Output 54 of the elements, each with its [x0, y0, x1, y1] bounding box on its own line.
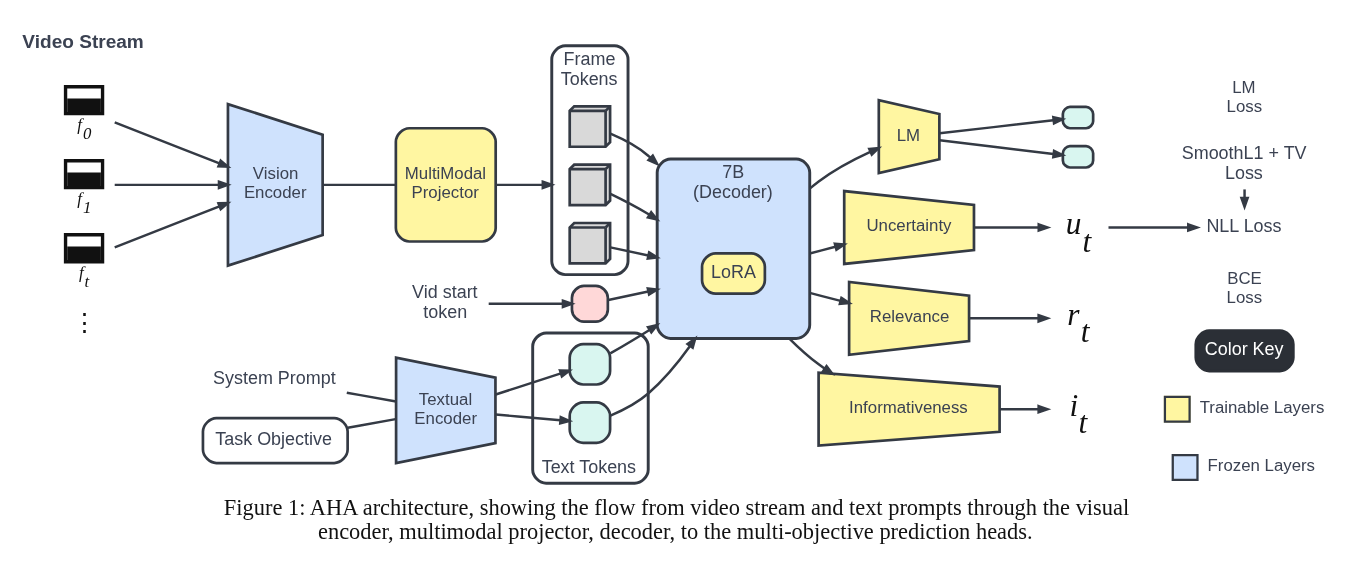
label: Color Key [1204, 338, 1284, 359]
node-box [570, 283, 610, 323]
arrow [609, 192, 661, 222]
node-text: NLL Loss [1206, 215, 1282, 236]
node-box [568, 342, 612, 386]
connector [322, 183, 396, 186]
arrow [495, 179, 556, 190]
connector [347, 417, 396, 429]
arrow [1239, 188, 1250, 211]
arrow [1108, 222, 1201, 232]
node-box [1061, 144, 1095, 169]
legend-label: Trainable Layers [1199, 397, 1325, 417]
arrow [608, 286, 661, 301]
label: BCE Loss [1226, 268, 1263, 307]
node-text: SmoothL1 + TV Loss [1181, 142, 1307, 183]
label: Video Stream [22, 30, 144, 52]
arrow [495, 412, 574, 425]
arrow [939, 115, 1067, 134]
arrow [788, 337, 836, 376]
arrow [495, 368, 573, 396]
arrow [999, 403, 1052, 414]
legend-label: Frozen Layers [1207, 455, 1316, 475]
node-box: Uncertainty [842, 189, 976, 265]
arrow [939, 138, 1067, 159]
arrow [968, 312, 1052, 323]
arrow [610, 245, 661, 260]
node-box: Relevance [847, 279, 971, 356]
arrow [809, 291, 853, 305]
caption: Figure 1: AHA architecture, showing the flow from video stream and text prompts through the visual encoder, multimodal projector, decoder, to the multi-objective prediction heads. [223, 494, 1130, 544]
arrow [609, 132, 660, 166]
node-box: Task Objective [201, 416, 349, 464]
node-box: Textual Encoder [394, 355, 497, 465]
node-box: Vision Encoder [226, 101, 324, 267]
arrow [114, 201, 232, 248]
connector [346, 390, 397, 403]
node-text: System Prompt [213, 367, 336, 388]
label: LM Loss [1226, 77, 1263, 116]
arrow [974, 222, 1052, 232]
arrow [609, 322, 661, 354]
arrow [114, 120, 232, 168]
arrow [809, 241, 848, 255]
label: ⋮ [71, 308, 97, 336]
arrow [114, 179, 232, 190]
node-text: Vid start token [412, 281, 478, 322]
node-box [1061, 105, 1095, 130]
node-box: LoRA [700, 251, 767, 295]
node-box: LM [877, 98, 941, 175]
arrow [488, 298, 576, 309]
arrow [610, 334, 698, 417]
arrow [808, 146, 883, 190]
node-box: MultiModal Projector [394, 126, 498, 243]
node-box: Informativeness [817, 370, 1001, 447]
node-box [568, 400, 612, 444]
cluster: Frame Tokens [550, 43, 630, 276]
